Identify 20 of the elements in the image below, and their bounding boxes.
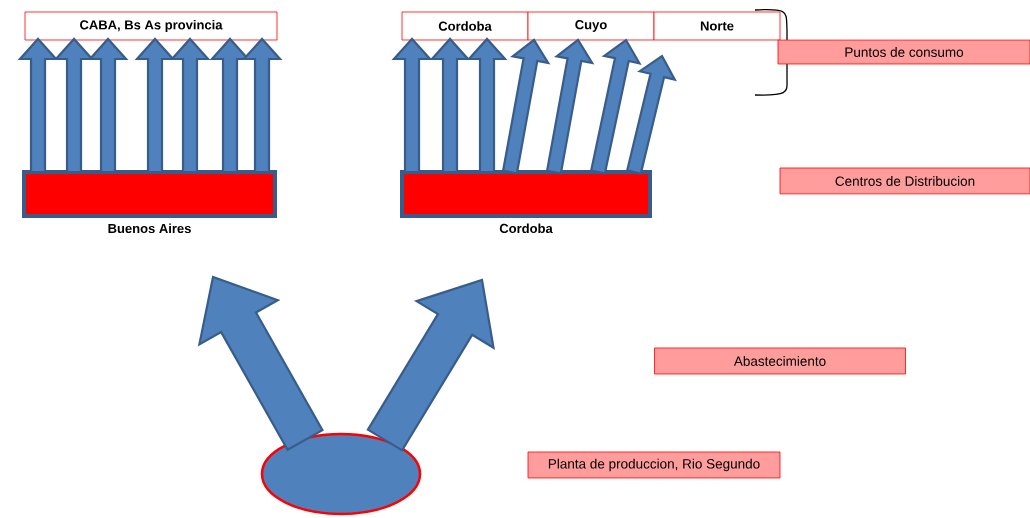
legend-box: Abastecimiento xyxy=(654,347,906,375)
legend-box: Planta de produccion, Rio Segundo xyxy=(527,451,781,479)
arrow xyxy=(391,37,433,174)
arrow xyxy=(169,37,211,174)
legend-box: Puntos de consumo xyxy=(777,39,1030,65)
region-box: CABA, Bs As provincia xyxy=(24,11,278,41)
arrow xyxy=(429,37,471,174)
arrow xyxy=(366,278,495,452)
region-box: Cuyo xyxy=(527,11,655,41)
legend-box: Centros de Distribucion xyxy=(779,167,1030,195)
region-box: Norte xyxy=(653,11,781,41)
node-label: Cordoba xyxy=(499,223,553,234)
region-box: Cordoba xyxy=(401,11,529,41)
arrow xyxy=(17,37,59,174)
distribution-center-box: Cordoba xyxy=(400,170,652,234)
plant-ellipse xyxy=(260,432,422,516)
arrow xyxy=(466,37,508,174)
arrow xyxy=(241,37,283,174)
distribution-center-box: Buenos Aires xyxy=(22,170,277,234)
node-label: Buenos Aires xyxy=(108,223,191,234)
